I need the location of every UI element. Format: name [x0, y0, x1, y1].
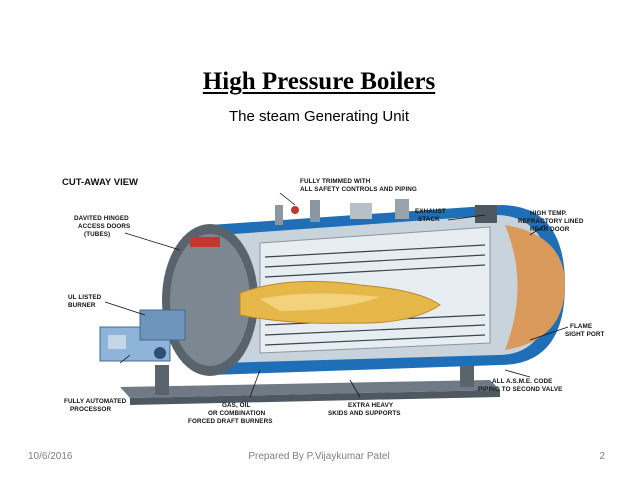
- label-exhaust-line1: EXHAUST: [415, 208, 446, 215]
- cutaway-heading: CUT-AWAY VIEW: [62, 177, 138, 188]
- label-reardoor-line1: HIGH TEMP.: [530, 210, 567, 217]
- footer-page-number: 2: [599, 451, 605, 462]
- label-davited-line2: ACCESS DOORS: [78, 223, 130, 230]
- label-skids-line1: EXTRA HEAVY: [348, 402, 394, 409]
- label-gasoil-line1: GAS, OIL: [222, 402, 250, 409]
- label-burner-line1: UL LISTED: [68, 294, 102, 301]
- label-processor-line1: FULLY AUTOMATED: [64, 398, 127, 405]
- footer-author: Prepared By P.Vijaykumar Patel: [0, 451, 638, 462]
- label-reardoor-line2: REFRACTORY LINED: [518, 218, 584, 225]
- label-davited-line3: (TUBES): [84, 231, 110, 238]
- slide-subtitle: The steam Generating Unit: [0, 108, 638, 125]
- label-flame-line2: SIGHT PORT: [565, 331, 605, 338]
- label-reardoor-line3: REAR DOOR: [530, 226, 570, 233]
- label-exhaust-line2: STACK: [418, 216, 440, 223]
- burner-assembly: [100, 310, 185, 361]
- label-burner-line2: BURNER: [68, 302, 96, 309]
- label-davited-line1: DAVITED HINGED: [74, 215, 129, 222]
- slide-title: High Pressure Boilers: [0, 68, 638, 96]
- label-processor-line2: PROCESSOR: [70, 406, 111, 413]
- boiler-cutaway-figure: CUT-AWAY VIEW FULLY TRIMMED WITH ALL SAF…: [60, 165, 605, 430]
- label-gasoil-line3: FORCED DRAFT BURNERS: [188, 418, 273, 425]
- label-asme-line2: PIPING TO SECOND VALVE: [478, 386, 562, 393]
- label-trimmed-line1: FULLY TRIMMED WITH: [300, 178, 371, 185]
- label-skids-line2: SKIDS AND SUPPORTS: [328, 410, 401, 417]
- label-trimmed-line2: ALL SAFETY CONTROLS AND PIPING: [300, 186, 417, 193]
- label-gasoil-line2: OR COMBINATION: [208, 410, 266, 417]
- label-flame-line1: FLAME: [570, 323, 592, 330]
- label-asme-line1: ALL A.S.M.E. CODE: [492, 378, 552, 385]
